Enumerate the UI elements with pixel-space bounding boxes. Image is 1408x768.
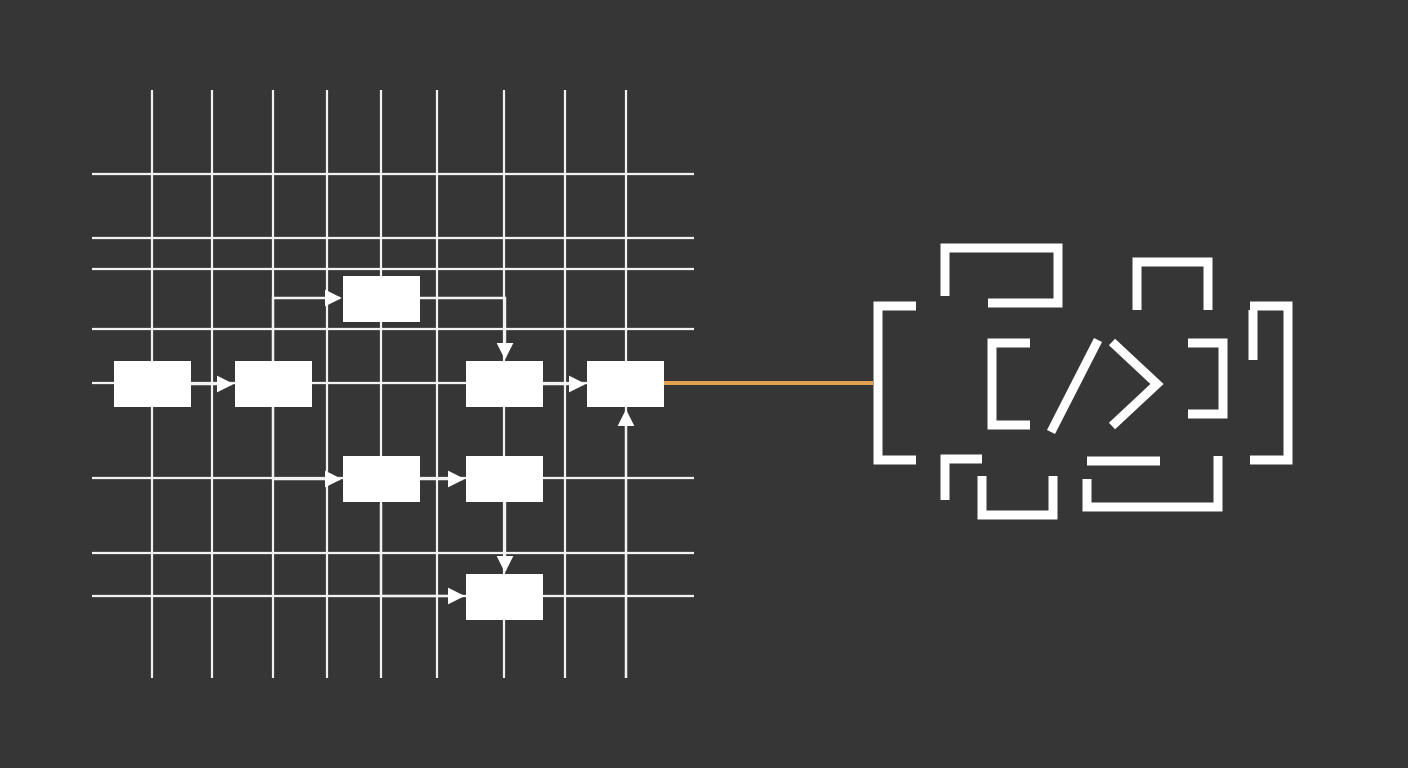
flow-node-n5 <box>343 456 420 502</box>
edge-n2-n5 <box>271 407 342 488</box>
edge-n2-n3 <box>271 289 342 361</box>
flow-node-n8 <box>466 574 543 620</box>
flow-node-n2 <box>235 361 312 407</box>
flow-edges <box>191 289 635 678</box>
edge-n5-n8 <box>379 504 465 605</box>
edge-n3-n4 <box>420 296 514 360</box>
flow-nodes <box>114 276 664 620</box>
flow-node-n4 <box>466 361 543 407</box>
code-brackets-icon <box>873 243 1293 520</box>
flow-node-n3 <box>343 276 420 322</box>
flow-node-n7 <box>466 456 543 502</box>
flow-node-n6 <box>587 361 664 407</box>
flow-node-n1 <box>114 361 191 407</box>
